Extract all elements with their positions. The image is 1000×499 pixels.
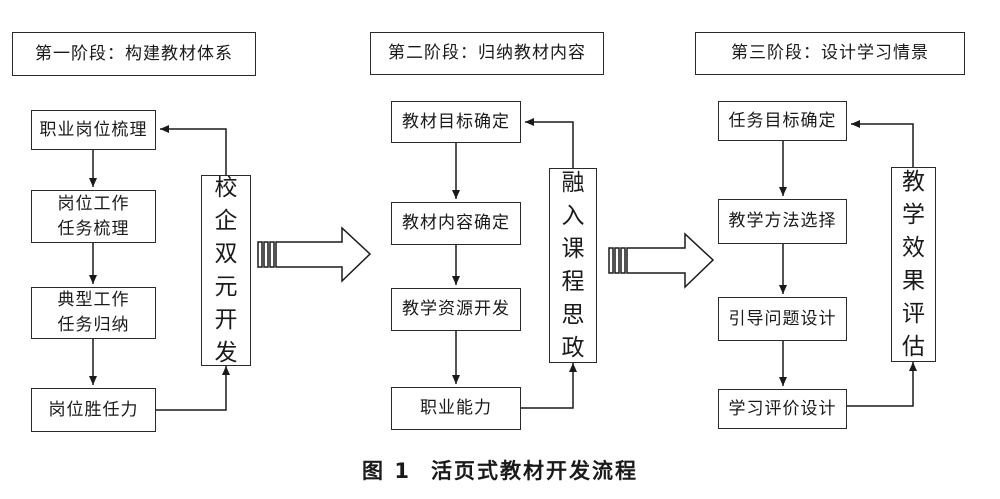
stage1-step-1: 职业岗位梳理: [31, 110, 156, 150]
stage3-header: 第三阶段：设计学习情景: [695, 32, 965, 75]
stage2-feedback-in: [521, 363, 577, 409]
stage3-feedback-box: 教学效果评估: [891, 167, 936, 362]
stage2-feedback-out: [525, 118, 574, 168]
stage1-step-2: 岗位工作 任务梳理: [31, 190, 156, 243]
stage2-feedback-box: 融入课程思政: [549, 168, 597, 363]
stage3-step-4: 学习评价设计: [718, 389, 847, 429]
stage2-header: 第二阶段：归纳教材内容: [370, 32, 604, 75]
stage1-feedback-box: 校企双元开发: [201, 175, 251, 366]
stage1-step-4: 岗位胜任力: [31, 388, 156, 432]
stage2-step-1: 教材目标确定: [391, 101, 521, 143]
stage3-step-2: 教学方法选择: [718, 199, 847, 244]
stage2-step-3: 教学资源开发: [391, 288, 521, 331]
stage1-step-3: 典型工作 任务归纳: [31, 287, 156, 339]
stage3-feedback-label: 教学效果评估: [901, 168, 925, 360]
stage2-feedback-label: 融入课程思政: [561, 169, 585, 361]
stage3-feedback-out: [851, 120, 914, 167]
stage-transition-arrow-1: [257, 226, 372, 283]
stage1-feedback-in: [156, 366, 230, 411]
stage3-step-1: 任务目标确定: [718, 101, 847, 141]
stage3-feedback-in: [847, 362, 917, 407]
stage2-step-4: 职业能力: [391, 387, 521, 430]
stage1-feedback-out: [160, 125, 227, 175]
stage1-feedback-label: 校企双元开发: [214, 174, 238, 366]
figure-title: 活页式教材开发流程: [430, 459, 638, 483]
figure-number: 图 1: [362, 459, 411, 483]
stage3-step-3: 引导问题设计: [718, 297, 847, 341]
figure-caption: 图 1 活页式教材开发流程: [0, 455, 1000, 485]
stage2-step-2: 教材内容确定: [391, 202, 521, 245]
stage-transition-arrow-2: [608, 232, 715, 289]
stage1-header: 第一阶段：构建教材体系: [12, 32, 256, 76]
